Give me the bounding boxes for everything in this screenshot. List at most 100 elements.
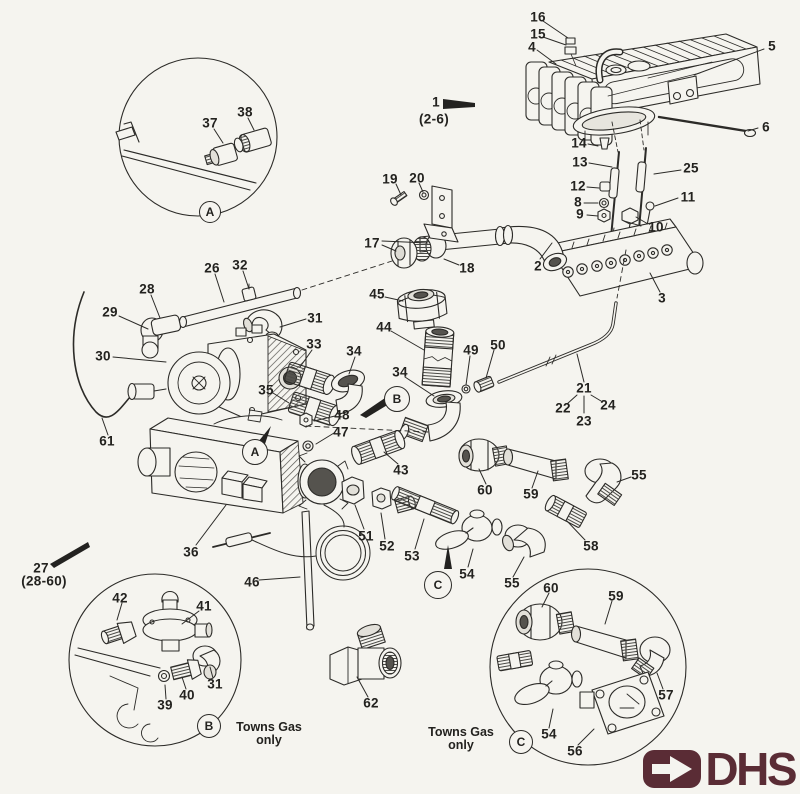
part-label-5: 5 [768,38,776,54]
part-label-3: 3 [658,290,666,306]
part-label-52: 52 [379,538,395,554]
part-label-61: 61 [99,433,115,449]
detail-marker-A: A [199,201,221,223]
logo-text: DHS [705,743,797,794]
part-label-15: 15 [530,26,546,42]
part-label-46: 46 [244,574,260,590]
part-54-gas-cock-c [514,660,583,706]
part-label-(28-60): (28-60) [21,573,67,589]
part-label-(2-6): (2-6) [418,111,450,127]
part-label-51: 51 [358,528,374,544]
part-label-13: 13 [572,154,588,170]
control-box [137,409,349,514]
part-9 [597,208,611,223]
detail-marker-C: C [509,730,533,754]
heat-exchanger [525,33,761,150]
part-label-34: 34 [346,343,362,359]
part-label-19: 19 [382,171,398,187]
part-label-10: 10 [648,219,664,235]
burner-manifold [547,218,704,299]
part-label-42: 42 [112,590,128,606]
part-label-60: 60 [543,580,559,596]
part-label-20: 20 [409,170,425,186]
part-label-29: 29 [102,304,118,320]
part-11 [645,201,655,211]
part-label-23: 23 [576,413,592,429]
part-label-9: 9 [576,206,584,222]
detail-circle-A [115,57,278,217]
part-label-56: 56 [567,743,583,759]
part-label-57: 57 [658,687,674,703]
part-50-plug [473,375,495,393]
part-label-53: 53 [404,548,420,564]
part-label-36: 36 [183,544,199,560]
part-label-32: 32 [232,257,248,273]
part-label-11: 11 [680,189,696,205]
part-label-8: 8 [574,194,582,210]
arrow-C [444,545,452,569]
pipe-26 [178,283,302,329]
part-48-nut [299,412,313,428]
part-label-60: 60 [477,482,493,498]
gas-valve-assembly [140,309,307,419]
nuts-and-nipples [341,430,416,514]
nipples-and-elbow [284,361,429,452]
part-label-55: 55 [631,467,647,483]
union-nipple-stack [396,288,495,443]
part-57-elbow [631,636,671,680]
dhs-logo: DHS [642,743,797,794]
part-label-1: 1 [432,94,440,110]
part-label-25: 25 [683,160,699,176]
part-label-16: 16 [530,9,546,25]
mounting-bracket [431,185,453,229]
part-label-40: 40 [179,687,195,703]
arrow-27 [50,542,90,568]
outlet-fittings [391,438,623,558]
part-label-44: 44 [376,319,392,335]
part-label-50: 50 [490,337,506,353]
part-label-48: 48 [334,407,350,423]
part-54-gas-cock [435,509,503,550]
part-label-45: 45 [369,286,385,302]
part-32-clip [241,286,257,302]
part-label-14: 14 [571,135,587,151]
detail-marker-C: C [424,571,452,599]
part-39-washer [157,669,171,683]
detail-circle-B [68,573,242,747]
part-label-24: 24 [600,397,616,413]
part-12 [599,181,611,192]
part-55-elbow-lower [502,524,546,558]
part-label-17: 17 [364,235,380,251]
pilot-pipe [497,301,618,384]
part-label-59: 59 [608,588,624,604]
part-38-fitting [233,127,272,153]
part-label-6: 6 [762,119,770,135]
part-55-elbow-upper [584,458,623,507]
part-label-27: 27 [33,560,49,576]
part-8 [598,197,610,209]
part-62-tee [329,623,402,686]
part-label-30: 30 [95,348,111,364]
part-42-fitting [100,621,137,645]
part-label-37: 37 [202,115,218,131]
arrow-B [360,398,389,418]
knob-large [174,451,218,493]
part-14 [599,137,610,150]
part-label-34: 34 [392,364,408,380]
button-2 [242,483,263,503]
part-44-nipple [421,326,455,388]
thermostat-probe [212,504,371,631]
thermocouple-lead [72,291,167,418]
inlet-elbow-assembly [301,185,568,291]
direction-arrows [50,99,475,569]
part-label-18: 18 [459,260,475,276]
part-47-washer [302,440,314,452]
dhs-arrow-icon [643,750,702,788]
part-label-55: 55 [504,575,520,591]
part-label-28: 28 [139,281,155,297]
arrow-1 [443,99,475,109]
part-10 [621,207,639,225]
part-label-39: 39 [157,697,173,713]
